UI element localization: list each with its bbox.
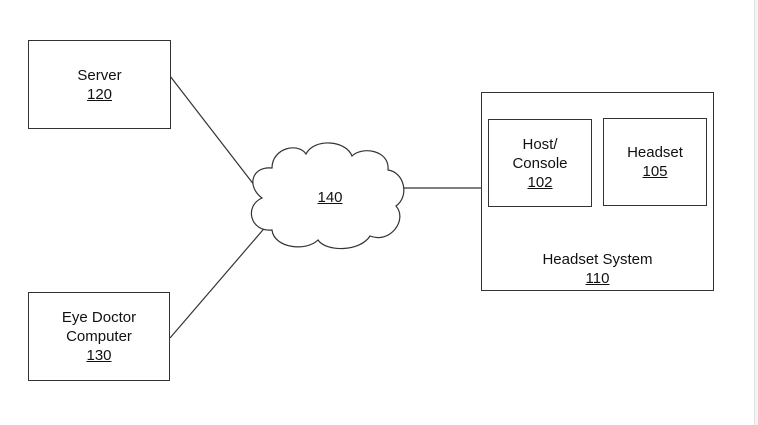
headset-system-label: Headset System 110	[481, 250, 714, 288]
server-box	[28, 40, 171, 129]
host-console-line1: Host/	[522, 136, 558, 153]
eye-doctor-line2: Computer	[66, 328, 132, 345]
headset-box	[603, 118, 707, 206]
eye-doctor-number: 130	[86, 347, 112, 364]
host-console-box	[488, 119, 592, 207]
host-console-line2: Console	[512, 155, 568, 172]
headset-number: 105	[642, 163, 668, 180]
host-console-number: 102	[527, 174, 553, 191]
connector-eye-doctor-network	[169, 223, 269, 339]
network-cloud-icon	[250, 142, 405, 250]
headset-system-number: 110	[585, 270, 610, 287]
connector-server-network	[169, 75, 259, 191]
headset-system-name: Headset System	[542, 251, 653, 268]
page-edge-border	[754, 0, 758, 425]
server-name: Server	[77, 67, 122, 84]
host-console-label: Host/ Console 102	[488, 135, 592, 192]
headset-label: Headset 105	[603, 143, 707, 181]
eye-doctor-computer-box	[28, 292, 170, 381]
network-number: 140	[317, 189, 343, 206]
server-number: 120	[86, 86, 113, 103]
server-label: Server 120	[28, 66, 171, 104]
eye-doctor-computer-label: Eye Doctor Computer 130	[28, 308, 170, 365]
headset-name: Headset	[627, 144, 683, 161]
eye-doctor-line1: Eye Doctor	[61, 309, 137, 326]
